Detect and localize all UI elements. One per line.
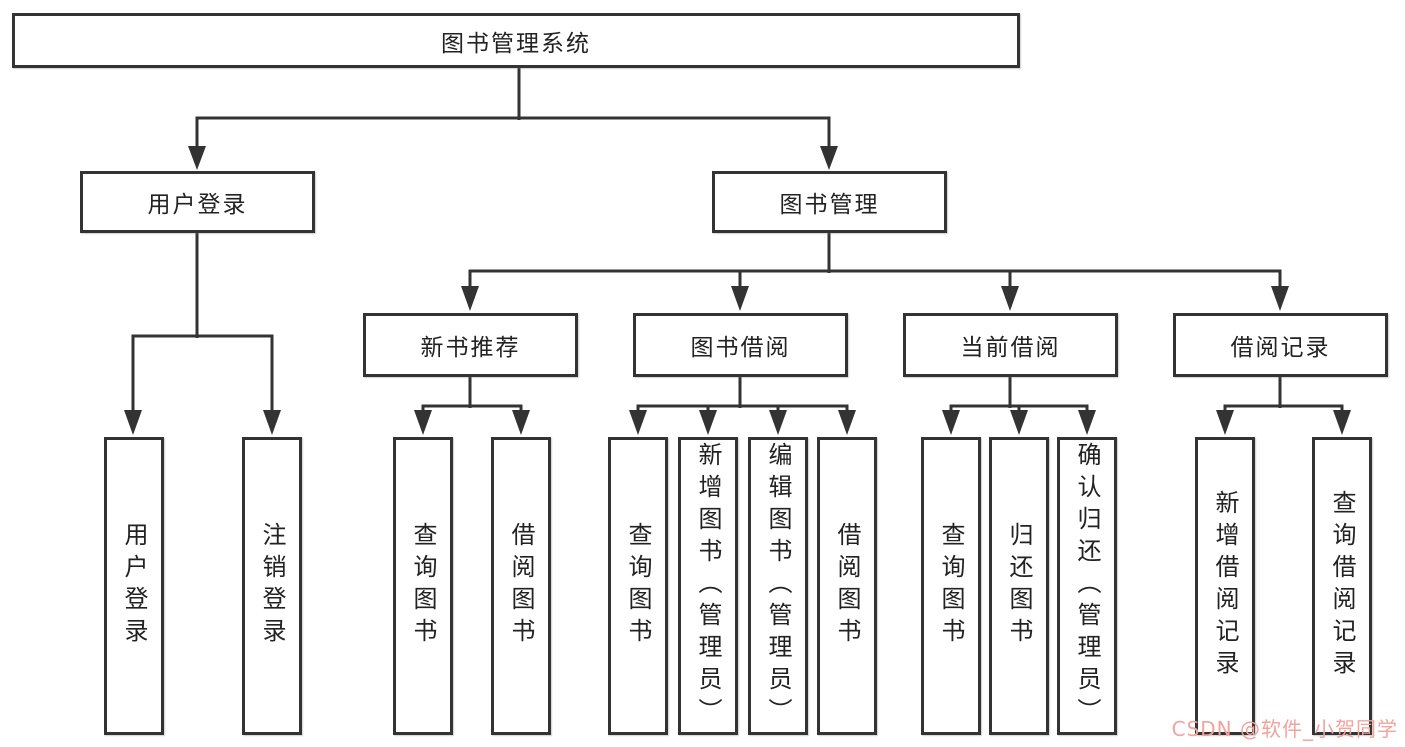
node-book-management: 图书管理 — [712, 171, 947, 233]
watermark: CSDN @软件_小贺同学 — [1171, 717, 1398, 741]
node-leaf-add-borrow-record: 新增借阅记录 — [1195, 437, 1255, 735]
connector-new-book-recommend — [414, 377, 530, 435]
node-leaf-add-books-admin: 新增图书（管理员） — [678, 437, 738, 735]
connector-book-borrowing — [629, 377, 856, 435]
node-leaf-query-books-3: 查询图书 — [921, 437, 981, 735]
node-leaf-return-books: 归还图书 — [989, 437, 1049, 735]
connector-root — [188, 68, 838, 170]
node-leaf-query-books-1: 查询图书 — [393, 437, 453, 735]
connector-user-login — [124, 233, 281, 435]
connector-book-management — [461, 233, 1289, 311]
node-leaf-edit-books-admin: 编辑图书（管理员） — [748, 437, 808, 735]
node-user-login: 用户登录 — [80, 171, 315, 233]
node-new-book-recommend: 新书推荐 — [363, 313, 578, 377]
node-current-borrowing: 当前借阅 — [903, 313, 1118, 377]
node-book-borrowing: 图书借阅 — [633, 313, 848, 377]
node-leaf-query-books-2: 查询图书 — [608, 437, 668, 735]
node-borrowing-records: 借阅记录 — [1173, 313, 1388, 377]
connector-current-borrowing — [942, 377, 1096, 435]
node-leaf-user-login: 用户登录 — [104, 437, 164, 735]
node-leaf-borrow-books-2: 借阅图书 — [817, 437, 877, 735]
node-leaf-logout: 注销登录 — [242, 437, 302, 735]
node-leaf-borrow-books-1: 借阅图书 — [491, 437, 551, 735]
node-root: 图书管理系统 — [12, 13, 1020, 68]
connector-borrowing-records — [1216, 377, 1351, 435]
node-leaf-query-borrow-record: 查询借阅记录 — [1312, 437, 1372, 735]
node-leaf-confirm-return-admin: 确认归还（管理员） — [1057, 437, 1117, 735]
